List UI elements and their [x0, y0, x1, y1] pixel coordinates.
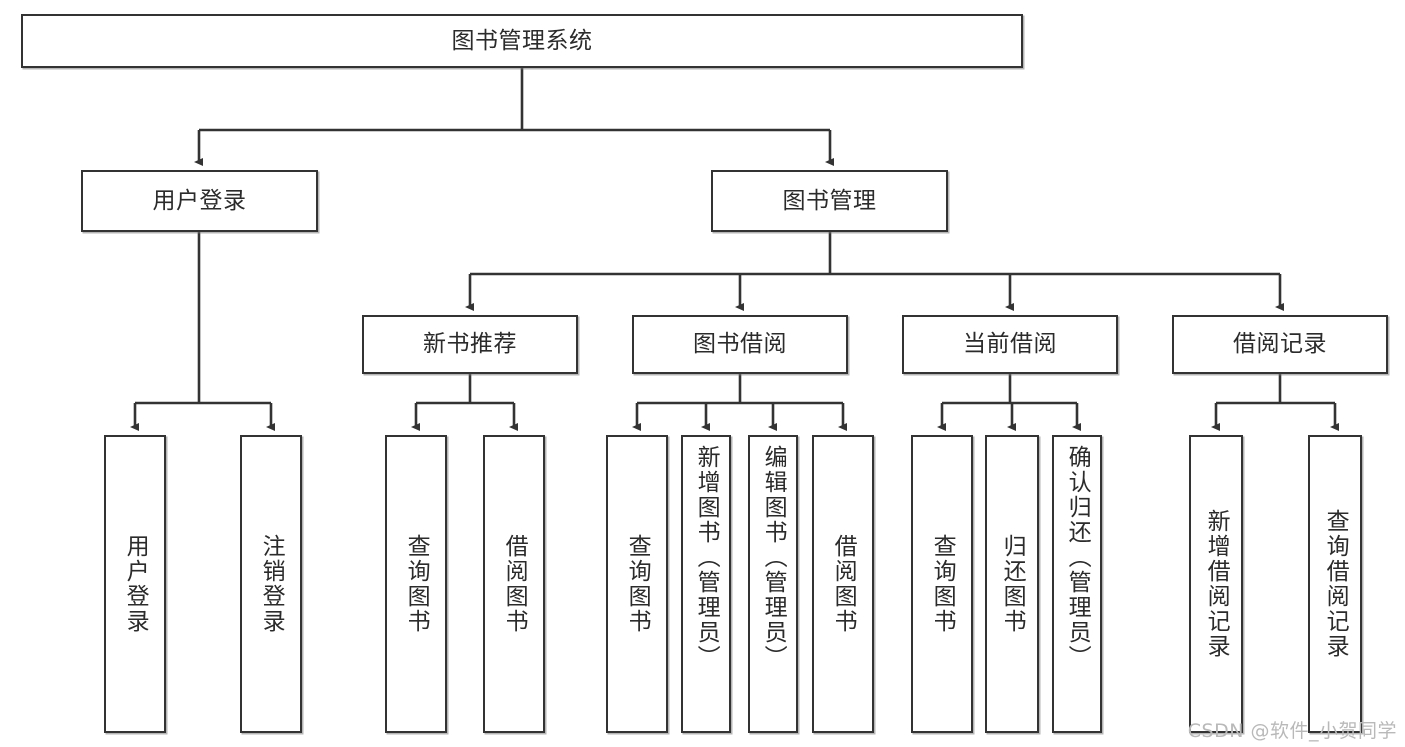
node-new-book-recommend-label: 新书推荐: [423, 331, 517, 357]
leaf-logout-label: 注销登录: [258, 534, 285, 634]
node-book-borrow[interactable]: 图书借阅: [632, 315, 848, 374]
node-borrow-record-label: 借阅记录: [1233, 331, 1327, 357]
node-borrow-record[interactable]: 借阅记录: [1172, 315, 1388, 374]
leaf-logout[interactable]: 注销登录: [240, 435, 302, 733]
node-current-borrow[interactable]: 当前借阅: [902, 315, 1118, 374]
node-book-management[interactable]: 图书管理: [711, 170, 948, 232]
leaf-confirm-return-admin-label: 确认归还（管理员）: [1064, 445, 1091, 670]
leaf-query-book-borrow-label: 查询图书: [624, 534, 651, 634]
leaf-confirm-return-admin[interactable]: 确认归还（管理员）: [1052, 435, 1102, 733]
node-book-borrow-label: 图书借阅: [693, 331, 787, 357]
leaf-return-book-label: 归还图书: [999, 534, 1026, 634]
leaf-borrow-book[interactable]: 借阅图书: [812, 435, 874, 733]
leaf-query-book-borrow[interactable]: 查询图书: [606, 435, 668, 733]
leaf-query-borrow-record[interactable]: 查询借阅记录: [1308, 435, 1362, 733]
leaf-user-login[interactable]: 用户登录: [104, 435, 166, 733]
csdn-watermark: CSDN @软件_小贺同学: [1187, 720, 1397, 742]
leaf-borrow-book-recommend-label: 借阅图书: [501, 534, 528, 634]
node-root[interactable]: 图书管理系统: [21, 14, 1023, 68]
leaf-query-book-recommend[interactable]: 查询图书: [385, 435, 447, 733]
leaf-borrow-book-recommend[interactable]: 借阅图书: [483, 435, 545, 733]
leaf-add-borrow-record[interactable]: 新增借阅记录: [1189, 435, 1243, 733]
node-user-login-label: 用户登录: [152, 187, 247, 214]
node-new-book-recommend[interactable]: 新书推荐: [362, 315, 578, 374]
leaf-query-book-current[interactable]: 查询图书: [911, 435, 973, 733]
node-current-borrow-label: 当前借阅: [963, 331, 1057, 357]
leaf-add-borrow-record-label: 新增借阅记录: [1203, 509, 1230, 659]
node-root-label: 图书管理系统: [451, 27, 593, 54]
leaf-return-book[interactable]: 归还图书: [985, 435, 1039, 733]
leaf-add-book-admin[interactable]: 新增图书（管理员）: [681, 435, 731, 733]
leaf-edit-book-admin[interactable]: 编辑图书（管理员）: [748, 435, 798, 733]
leaf-query-borrow-record-label: 查询借阅记录: [1322, 509, 1349, 659]
leaf-edit-book-admin-label: 编辑图书（管理员）: [760, 445, 787, 670]
leaf-borrow-book-label: 借阅图书: [830, 534, 857, 634]
leaf-user-login-label: 用户登录: [122, 534, 149, 634]
node-user-login[interactable]: 用户登录: [81, 170, 318, 232]
leaf-query-book-current-label: 查询图书: [929, 534, 956, 634]
node-book-management-label: 图书管理: [782, 187, 877, 214]
leaf-add-book-admin-label: 新增图书（管理员）: [693, 445, 720, 670]
leaf-query-book-recommend-label: 查询图书: [403, 534, 430, 634]
